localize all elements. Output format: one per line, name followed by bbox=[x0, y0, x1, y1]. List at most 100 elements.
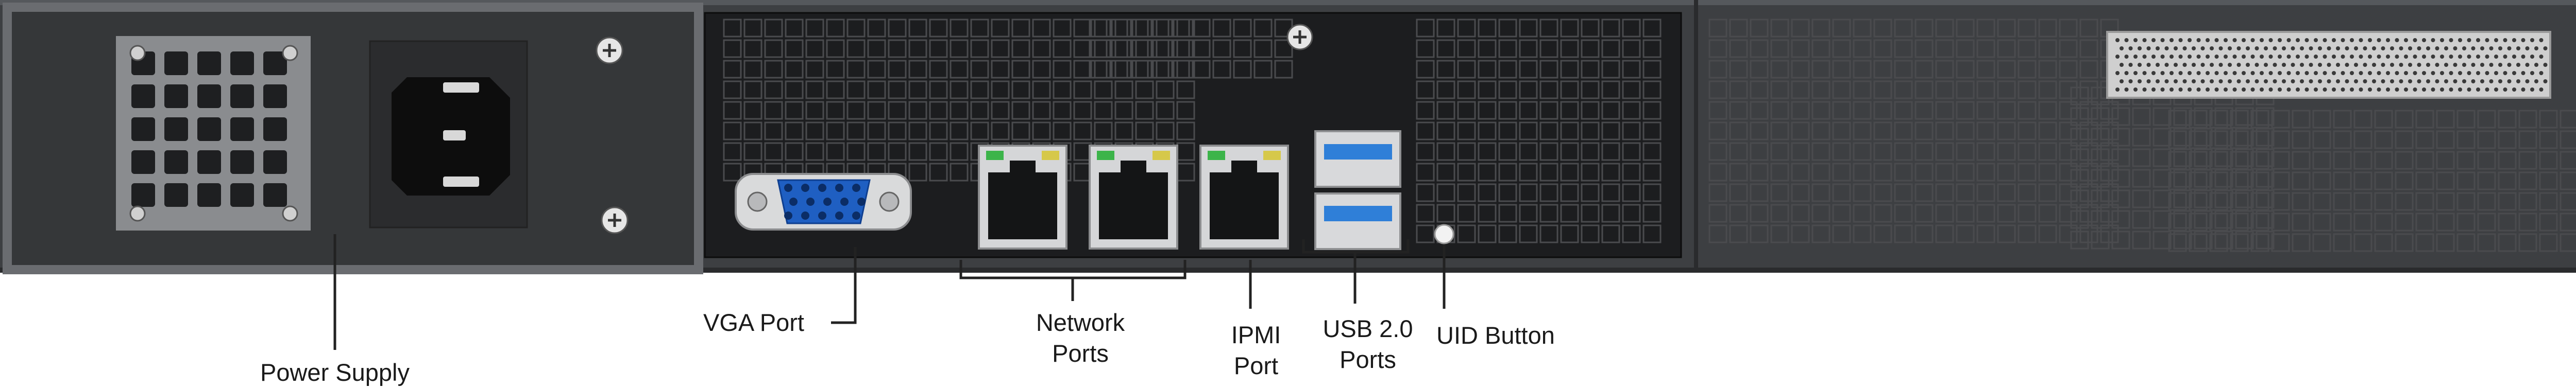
rear-vent-hole bbox=[2271, 233, 2290, 252]
leader-vga-port bbox=[831, 247, 857, 324]
io-vent-hole bbox=[1560, 60, 1579, 79]
rear-vent-hole bbox=[2436, 213, 2455, 232]
rear-vent-hole bbox=[2312, 192, 2331, 211]
rear-vent-hole bbox=[2539, 151, 2558, 170]
perf-hole bbox=[2413, 38, 2417, 42]
io-vent-hole bbox=[867, 142, 886, 161]
rj45-port-group bbox=[978, 145, 1289, 250]
rear-vent-hole bbox=[2111, 107, 2130, 126]
perf-hole bbox=[2336, 46, 2340, 50]
perf-hole bbox=[2480, 79, 2484, 83]
perf-hole bbox=[2453, 63, 2458, 67]
perf-hole bbox=[2462, 79, 2466, 83]
rear-vent-hole bbox=[2256, 231, 2275, 250]
rear-vent-hole bbox=[1935, 204, 1954, 223]
io-vent-hole bbox=[1498, 80, 1517, 99]
perf-hole bbox=[2467, 71, 2471, 75]
io-vent-hole bbox=[1539, 39, 1558, 58]
rear-vent-hole bbox=[1914, 142, 1934, 161]
perf-hole bbox=[2260, 55, 2264, 59]
perf-hole bbox=[2164, 46, 2169, 50]
io-vent-hole bbox=[1539, 19, 1558, 38]
io-vent-hole bbox=[1622, 163, 1641, 182]
rear-vent-hole bbox=[1708, 80, 1727, 99]
io-vent-hole bbox=[1150, 39, 1170, 58]
rear-vent-hole bbox=[2173, 148, 2192, 167]
vga-pin bbox=[806, 198, 815, 206]
io-vent-hole bbox=[1416, 204, 1435, 223]
perf-hole bbox=[2260, 71, 2264, 75]
perf-hole bbox=[2282, 79, 2286, 83]
rear-vent-hole bbox=[1956, 204, 1975, 223]
perf-hole bbox=[2323, 71, 2327, 75]
rear-vent-hole bbox=[2271, 130, 2290, 149]
perf-hole bbox=[2417, 79, 2421, 83]
io-vent-hole bbox=[1560, 39, 1579, 58]
rear-vent-hole bbox=[2091, 210, 2110, 229]
rear-vent-hole bbox=[2560, 130, 2576, 149]
rear-vent-hole bbox=[2209, 192, 2228, 211]
perf-hole bbox=[2476, 71, 2480, 75]
fan-grille-hole bbox=[131, 183, 155, 207]
io-vent-hole bbox=[1053, 19, 1072, 38]
rear-vent-hole bbox=[1770, 183, 1789, 202]
uid-button[interactable] bbox=[1434, 224, 1454, 244]
perf-hole bbox=[2264, 79, 2268, 83]
rear-vent-hole bbox=[2560, 213, 2576, 232]
perf-hole bbox=[2178, 87, 2183, 92]
rear-vent-hole bbox=[1976, 183, 1995, 202]
perf-hole bbox=[2336, 79, 2340, 83]
rear-vent-hole bbox=[1729, 224, 1748, 243]
perf-hole bbox=[2296, 71, 2300, 75]
io-vent-hole bbox=[1498, 163, 1517, 182]
perf-hole bbox=[2232, 87, 2237, 92]
rear-vent-hole bbox=[2235, 169, 2254, 188]
perf-hole bbox=[2174, 46, 2178, 50]
rear-vent-hole bbox=[2230, 130, 2249, 149]
io-vent-hole bbox=[929, 121, 948, 140]
rear-vent-hole bbox=[2415, 151, 2434, 170]
io-vent-hole bbox=[1622, 80, 1641, 99]
screw-slot bbox=[608, 214, 621, 227]
rear-vent-hole bbox=[2038, 204, 2057, 223]
link-led bbox=[1208, 151, 1225, 160]
perf-hole bbox=[2521, 87, 2526, 92]
rear-vent-hole bbox=[2560, 233, 2576, 252]
io-vent-hole bbox=[970, 60, 989, 79]
io-vent-hole bbox=[1478, 163, 1497, 182]
label-network-ports-line1: Network bbox=[1036, 309, 1125, 336]
perf-hole bbox=[2503, 87, 2507, 92]
io-vent-hole bbox=[1581, 101, 1600, 120]
rear-vent-hole bbox=[2498, 171, 2517, 190]
rear-vent-hole bbox=[2333, 192, 2352, 211]
rear-vent-hole bbox=[1894, 142, 1913, 161]
rear-vent-hole bbox=[2189, 213, 2208, 232]
rear-vent-hole bbox=[2498, 192, 2517, 211]
fan-grille-hole bbox=[197, 117, 221, 141]
perf-hole bbox=[2476, 38, 2480, 42]
rear-vent-hole bbox=[2209, 233, 2228, 252]
perf-hole bbox=[2246, 63, 2250, 67]
perf-hole bbox=[2431, 55, 2435, 59]
perf-hole bbox=[2120, 79, 2124, 83]
rear-vent-hole bbox=[1935, 80, 1954, 99]
io-vent-hole bbox=[785, 39, 804, 58]
io-vent-hole bbox=[1560, 101, 1579, 120]
usb-tongue bbox=[1324, 144, 1392, 160]
perf-hole bbox=[2296, 87, 2300, 92]
rear-vent-hole bbox=[1935, 183, 1954, 202]
io-vent-hole bbox=[929, 60, 948, 79]
perf-hole bbox=[2399, 79, 2403, 83]
perf-hole bbox=[2503, 38, 2507, 42]
perf-hole bbox=[2218, 63, 2223, 67]
rear-vent-hole bbox=[1914, 101, 1934, 120]
rear-vent-hole bbox=[2091, 189, 2110, 208]
perf-hole bbox=[2332, 71, 2336, 75]
perf-hole bbox=[2449, 71, 2453, 75]
perf-hole bbox=[2160, 71, 2165, 75]
perf-hole bbox=[2516, 63, 2520, 67]
perf-hole bbox=[2115, 38, 2120, 42]
rear-vent-hole bbox=[1997, 183, 2016, 202]
perf-hole bbox=[2462, 63, 2466, 67]
rear-vent-hole bbox=[2070, 86, 2089, 105]
